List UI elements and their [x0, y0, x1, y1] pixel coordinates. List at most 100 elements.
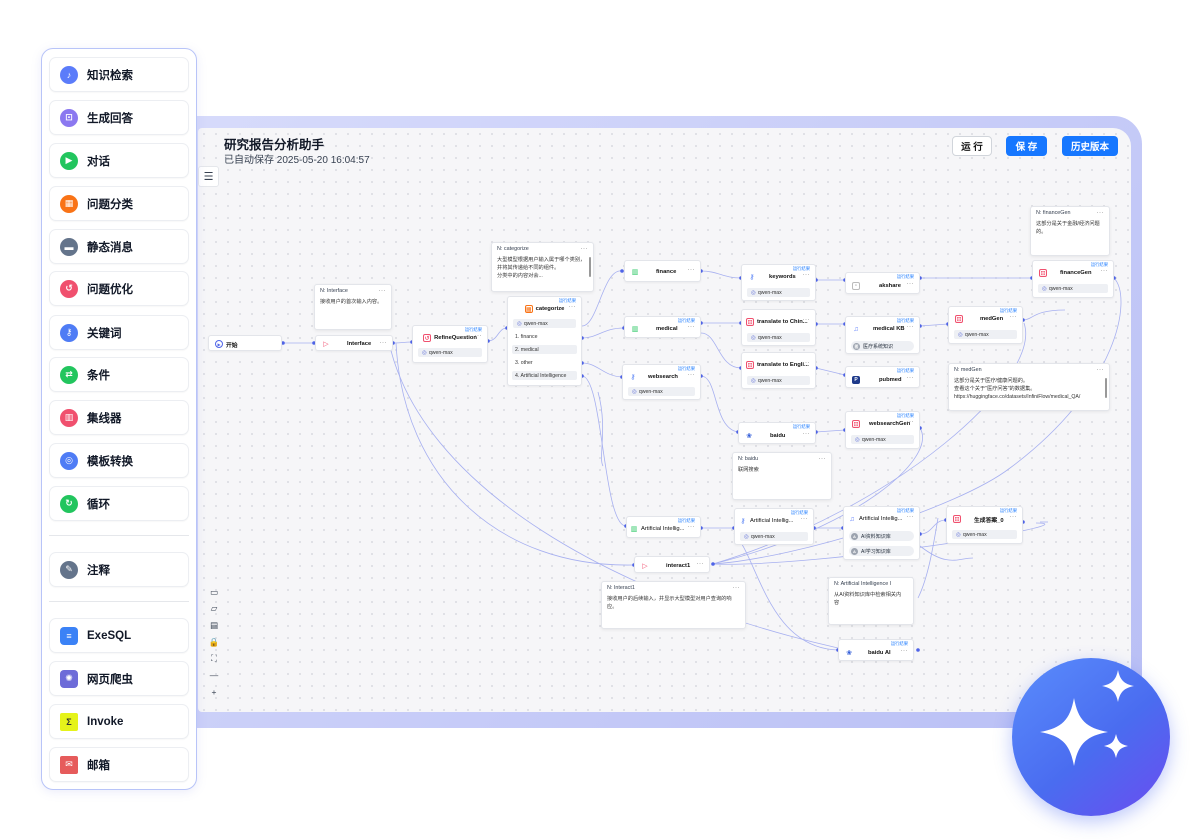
node-akshare[interactable]: 运行结果 ▫akshare ··· — [845, 272, 920, 294]
more-icon[interactable]: ··· — [1009, 514, 1017, 520]
minimap-icon[interactable]: ▭ — [209, 586, 219, 597]
run-result-link[interactable]: 运行结果 — [792, 424, 810, 429]
more-icon[interactable]: ··· — [687, 524, 695, 530]
more-icon[interactable]: ··· — [1100, 268, 1108, 274]
more-icon[interactable]: ··· — [802, 317, 810, 323]
node-medical-kb[interactable]: 运行结果 ♫medical KB ··· 医医疗系统知识 — [845, 316, 920, 354]
scrollbar[interactable] — [1105, 378, 1107, 398]
run-button[interactable]: 运 行 — [952, 136, 992, 156]
run-result-link[interactable]: 运行结果 — [896, 318, 914, 323]
node-translate-en[interactable]: ⊡translate to Engli... ··· ◎qwen-max — [741, 352, 816, 389]
note-med-gen[interactable]: N: medGen ··· 这部分是关于医疗/健康问题的。 查看这个关于"医疗问… — [948, 363, 1110, 411]
node-categorize[interactable]: 运行结果 ▦categorize ··· ◎qwen-max 1. financ… — [507, 296, 582, 386]
more-icon[interactable]: ··· — [687, 267, 695, 273]
run-result-link[interactable]: 运行结果 — [677, 366, 695, 371]
sidebar-item-message[interactable]: ▬静态消息 — [49, 229, 189, 264]
sidebar-item-key[interactable]: ⚷关键词 — [49, 315, 189, 350]
node-websearch-gen[interactable]: 运行结果 ⊡websearchGen ··· ◎qwen-max — [845, 411, 920, 449]
more-icon[interactable]: ··· — [687, 372, 695, 378]
folder-open-icon[interactable]: ▤ — [209, 619, 219, 630]
sidebar-item-note[interactable]: ✎注释 — [49, 552, 189, 587]
zoom-out-icon[interactable]: — — [209, 670, 219, 681]
sidebar-item-template[interactable]: ◎模板转换 — [49, 443, 189, 478]
run-result-link[interactable]: 运行结果 — [999, 508, 1017, 513]
more-icon[interactable]: ··· — [802, 360, 810, 366]
node-start[interactable]: ▶开始 — [208, 335, 282, 351]
more-icon[interactable]: ··· — [474, 333, 482, 339]
note-interact[interactable]: N: Interact1 ··· 接收用户的后续输入，并显示大型模型对用户查询的… — [601, 581, 746, 629]
node-baidu[interactable]: 运行结果 ❀baidu ··· — [738, 422, 816, 444]
run-result-link[interactable]: 运行结果 — [790, 510, 808, 515]
more-icon[interactable]: ··· — [580, 246, 588, 252]
node-translate-zh[interactable]: ⊡translate to Chin... ··· ◎qwen-max — [741, 309, 816, 346]
more-icon[interactable]: ··· — [802, 272, 810, 278]
more-icon[interactable]: ··· — [906, 324, 914, 330]
node-ai-keywords[interactable]: 运行结果 ⚷Artificial Intellig... ··· ◎qwen-m… — [734, 508, 814, 545]
run-result-link[interactable]: 运行结果 — [1090, 262, 1108, 267]
category-option[interactable]: 4. Artificial Intelligence — [512, 371, 577, 380]
more-icon[interactable]: ··· — [906, 514, 914, 520]
category-option[interactable]: 1. finance — [515, 333, 538, 340]
category-option[interactable]: 2. medical — [512, 345, 577, 354]
node-refine-question[interactable]: 运行结果 ↺RefineQuestion ··· ◎qwen-max — [412, 325, 488, 363]
more-icon[interactable]: ··· — [906, 281, 914, 287]
run-result-link[interactable]: 运行结果 — [792, 266, 810, 271]
category-option[interactable]: 3. other — [515, 359, 533, 366]
folder-icon[interactable]: ▱ — [210, 603, 218, 614]
sidebar-item-loop[interactable]: ↻循环 — [49, 486, 189, 521]
more-icon[interactable]: ··· — [818, 456, 826, 462]
sidebar-item-category[interactable]: ▦问题分类 — [49, 186, 189, 221]
node-ai-category[interactable]: 运行结果 ▥Artificial Intellig... ··· — [626, 516, 701, 538]
sidebar-item-mail[interactable]: ✉邮箱 — [49, 747, 189, 782]
more-icon[interactable]: ··· — [1009, 314, 1017, 320]
run-result-link[interactable]: 运行结果 — [890, 641, 908, 646]
zoom-in-icon[interactable]: + — [211, 686, 217, 697]
run-result-link[interactable]: 运行结果 — [464, 327, 482, 332]
more-icon[interactable]: ··· — [1096, 210, 1104, 216]
run-result-link[interactable]: 运行结果 — [677, 318, 695, 323]
more-icon[interactable]: ··· — [687, 324, 695, 330]
note-baidu[interactable]: N: baidu ··· 联网搜索 — [732, 452, 832, 500]
sidebar-item-switch[interactable]: ⇄条件 — [49, 357, 189, 392]
ai-assistant-badge[interactable] — [1012, 658, 1170, 816]
run-result-link[interactable]: 运行结果 — [896, 368, 914, 373]
sidebar-item-database[interactable]: ≡ExeSQL — [49, 618, 189, 653]
note-categorize[interactable]: N: categorize ··· 大型模型根据用户输入属于哪个类别，并将其传递… — [491, 242, 594, 292]
more-icon[interactable]: ··· — [802, 431, 810, 437]
more-icon[interactable]: ··· — [378, 288, 386, 294]
sidebar-item-bell[interactable]: ♪知识检索 — [49, 57, 189, 92]
sidebar-item-optimize[interactable]: ↺问题优化 — [49, 271, 189, 306]
node-med-gen[interactable]: 运行结果 ⊡medGen ··· ◎qwen-max — [948, 306, 1023, 344]
note-finance-gen[interactable]: N: financeGen ··· 这部分是关于金融/经济问题的。 — [1030, 206, 1110, 256]
sidebar-item-send[interactable]: ▶对话 — [49, 143, 189, 178]
more-icon[interactable]: ··· — [906, 375, 914, 381]
scrollbar[interactable] — [589, 257, 591, 277]
run-result-link[interactable]: 运行结果 — [896, 413, 914, 418]
run-result-link[interactable]: 运行结果 — [896, 508, 914, 513]
sidebar-item-crawler[interactable]: ✺网页爬虫 — [49, 661, 189, 696]
more-icon[interactable]: ··· — [696, 561, 704, 567]
sidebar-item-generate[interactable]: ⊡生成回答 — [49, 100, 189, 135]
flow-canvas[interactable]: 研究报告分析助手 已自动保存 2025-05-20 16:04:57 运 行 保… — [198, 128, 1131, 712]
more-icon[interactable]: ··· — [900, 648, 908, 654]
list-toggle-icon[interactable]: ☰ — [198, 166, 219, 187]
sidebar-item-hub[interactable]: ▥集线器 — [49, 400, 189, 435]
run-result-link[interactable]: 运行结果 — [999, 308, 1017, 313]
more-icon[interactable]: ··· — [732, 585, 740, 591]
node-interface[interactable]: ▷Interface ··· — [315, 335, 393, 351]
run-result-link[interactable]: 运行结果 — [896, 274, 914, 279]
more-icon[interactable]: ··· — [379, 340, 387, 346]
save-button[interactable]: 保 存 — [1006, 136, 1047, 156]
history-button[interactable]: 历史版本 — [1062, 136, 1118, 156]
more-icon[interactable]: ··· — [1096, 367, 1104, 373]
more-icon[interactable]: ··· — [568, 304, 576, 310]
node-generate-answer[interactable]: 运行结果 ⊡生成答案_0 ··· ◎qwen-max — [946, 506, 1023, 544]
node-interact[interactable]: ▷interact1 ··· — [634, 556, 710, 573]
run-result-link[interactable]: 运行结果 — [677, 518, 695, 523]
node-finance[interactable]: ▥finance ··· — [624, 260, 701, 282]
node-medical[interactable]: 运行结果 ▥medical ··· — [624, 316, 701, 338]
more-icon[interactable]: ··· — [906, 419, 914, 425]
